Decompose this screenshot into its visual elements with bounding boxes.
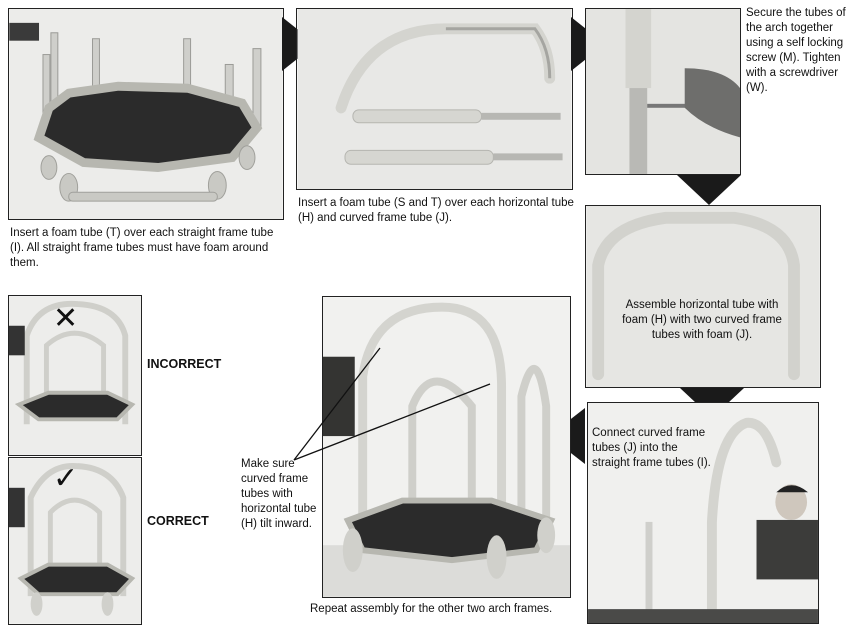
foam-tubes-illustration (297, 9, 572, 189)
step6-caption: Repeat assembly for the other two arch f… (310, 603, 553, 615)
step3-caption: Secure the tubes of the arch together us… (746, 7, 846, 94)
photo-step3-locking-screw (585, 8, 741, 175)
photo-step5-connect-curved (587, 402, 819, 624)
pointer-lines (293, 347, 491, 461)
arch-assembly-illustration (586, 206, 820, 387)
trampoline-straight-tubes-illustration (9, 9, 283, 219)
locking-screw-illustration (586, 9, 740, 174)
step2-caption: Insert a foam tube (S and T) over each h… (298, 197, 574, 224)
correct-check-mark: ✓ (53, 461, 79, 496)
correct-arch-illustration (9, 458, 141, 624)
photo-correct: ✓ (8, 457, 142, 625)
incorrect-label: INCORRECT (147, 357, 222, 371)
step1-caption: Insert a foam tube (T) over each straigh… (10, 227, 274, 269)
incorrect-x-mark: ✕ (53, 301, 79, 336)
photo-step6-repeat-arches (322, 296, 571, 598)
photo-step2-foam-tubes (296, 8, 573, 190)
arrow-down-1 (677, 175, 741, 205)
repeat-arches-illustration (323, 297, 570, 597)
photo-step4-arch-assembly (585, 205, 821, 388)
photo-incorrect: ✕ (8, 295, 142, 456)
incorrect-arch-illustration (9, 296, 141, 455)
step4-caption: Assemble horizontal tube with foam (H) w… (622, 299, 782, 341)
correct-label: CORRECT (147, 514, 209, 528)
connect-curved-illustration (588, 403, 818, 623)
tilt-note: Make sure curved frame tubes with horizo… (241, 458, 317, 530)
step5-caption: Connect curved frame tubes (J) into the … (592, 427, 711, 469)
photo-step1-straight-tubes (8, 8, 284, 220)
